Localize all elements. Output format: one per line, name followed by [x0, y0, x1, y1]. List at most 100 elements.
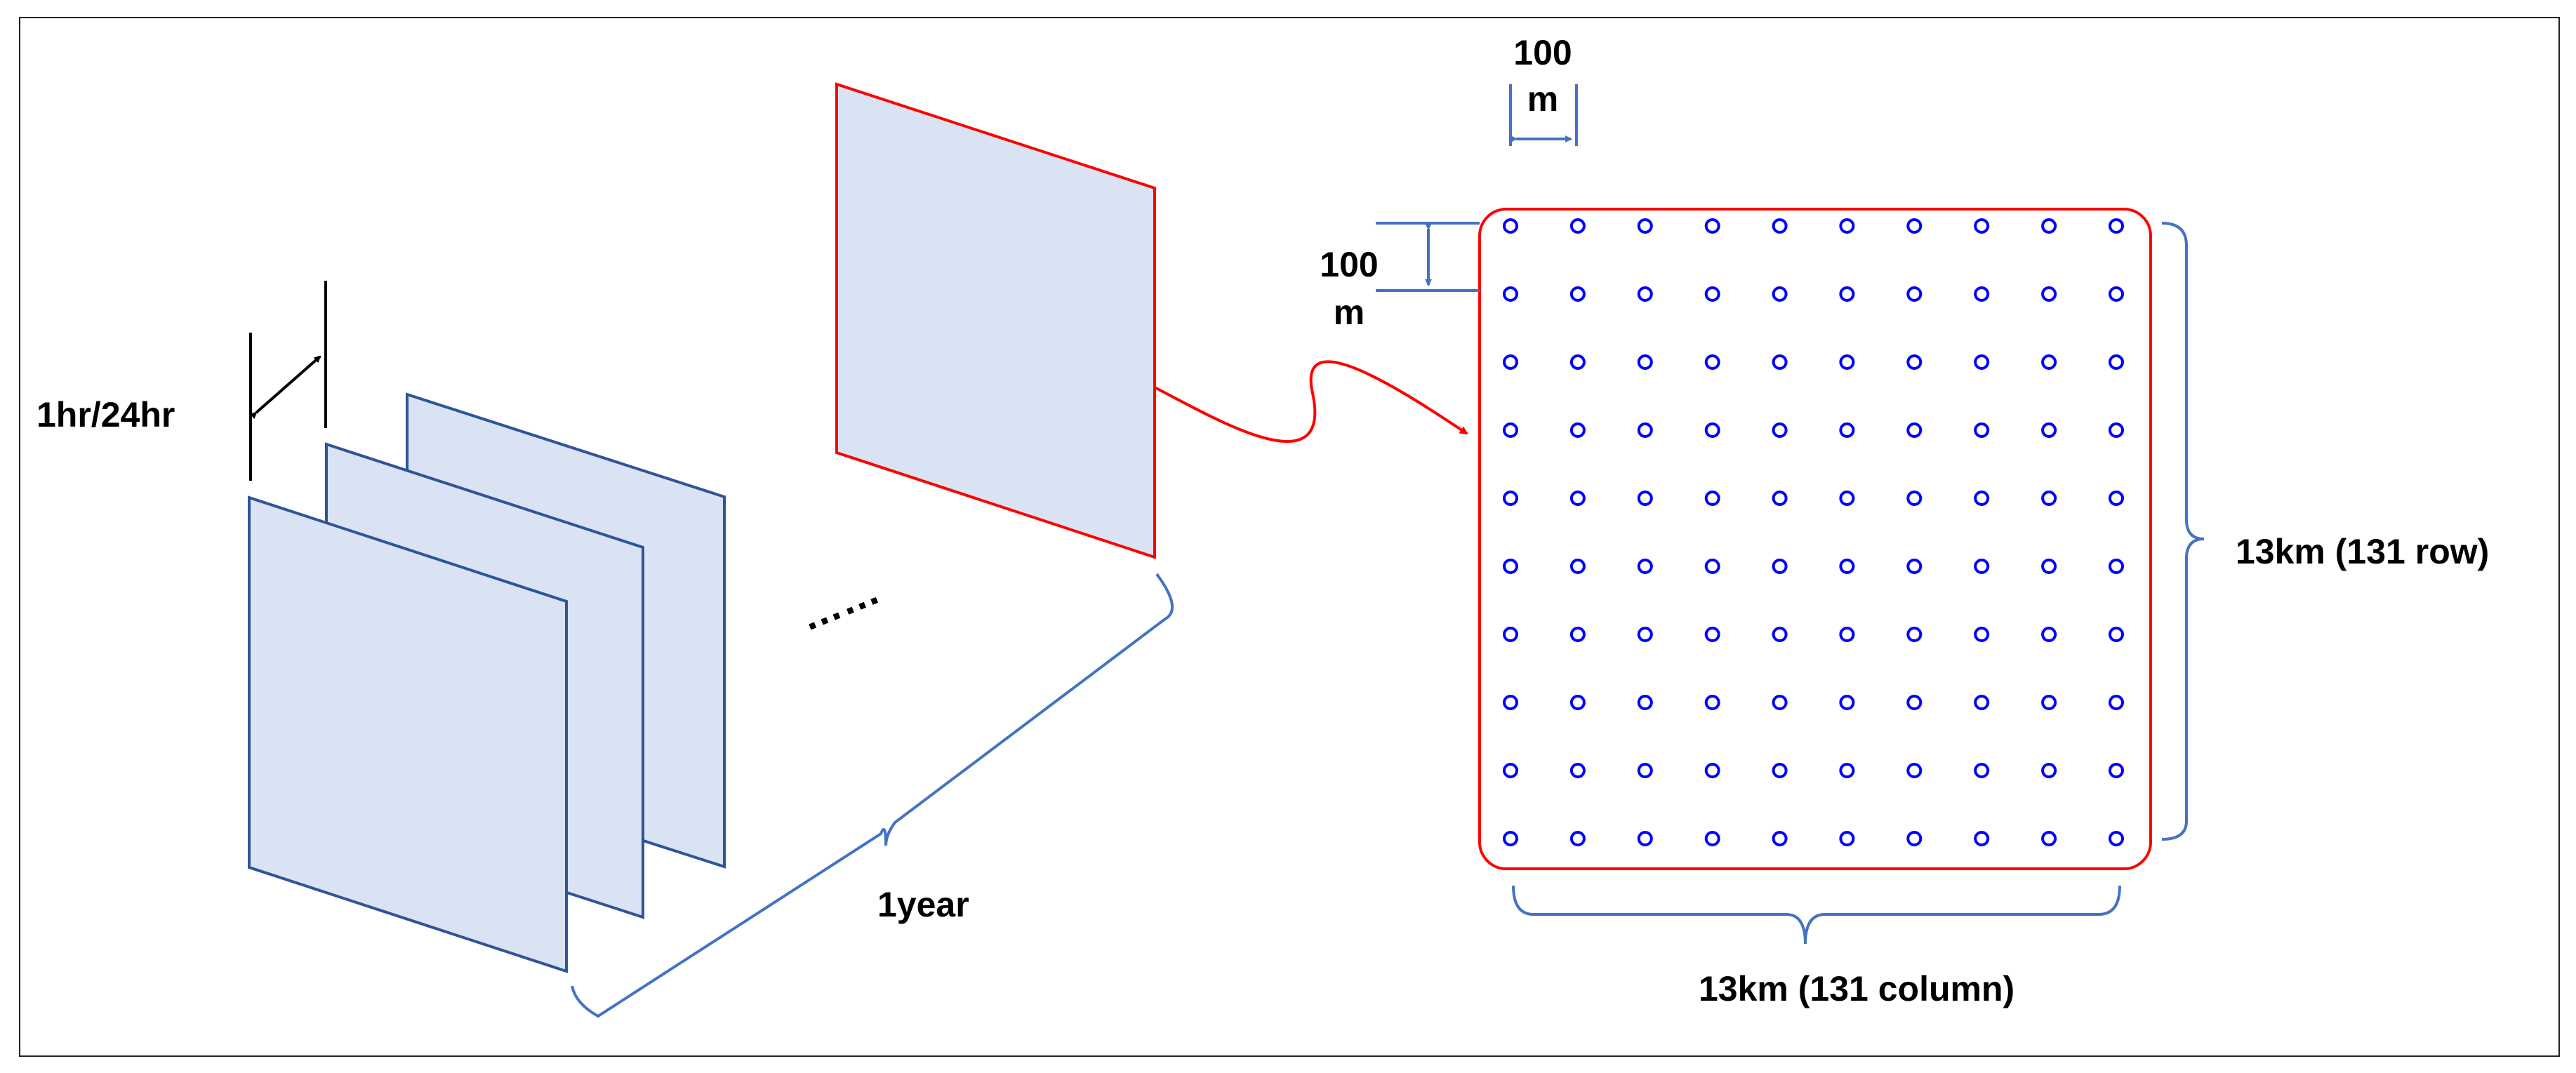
grid-point [1974, 491, 1990, 506]
grid-point [1503, 218, 1518, 234]
grid-point [1839, 559, 1855, 574]
grid-point [2041, 422, 2057, 438]
grid-point [2109, 763, 2124, 778]
grid-point [1637, 559, 1653, 574]
grid-point [1906, 491, 1923, 506]
grid-point [2109, 218, 2124, 234]
rows-brace [2161, 222, 2205, 841]
grid-point [1637, 354, 1653, 370]
grid-point [1704, 286, 1720, 302]
grid-point [1906, 763, 1923, 778]
grid-point [1704, 559, 1720, 574]
grid-point [1974, 763, 1990, 778]
col-spacing-value: 100 [1513, 33, 1572, 72]
grid-point [1772, 831, 1788, 846]
col-spacing-unit: m [1527, 79, 1558, 119]
grid-point [1569, 627, 1586, 642]
grid-point [2041, 286, 2057, 302]
grid-point [1704, 422, 1720, 438]
grid-point [1974, 354, 1990, 370]
grid-point [1974, 422, 1990, 438]
grid-point [1569, 286, 1586, 302]
grid-point [1772, 695, 1788, 710]
grid-point [1637, 763, 1653, 778]
grid-point [1974, 831, 1990, 846]
grid-point [1704, 218, 1720, 234]
zoom-arrow [1154, 360, 1468, 443]
grid-point [2041, 491, 2057, 506]
grid-point [1906, 559, 1923, 574]
grid-point [1772, 422, 1788, 438]
grid-point [2041, 354, 2057, 370]
columns-brace [1512, 885, 2121, 945]
grid-point [2109, 695, 2124, 710]
time-step-label: 1hr/24hr [36, 395, 175, 434]
grid-point [1503, 422, 1518, 438]
grid-point [1974, 627, 1990, 642]
grid-point [1974, 559, 1990, 574]
grid-point [1569, 831, 1586, 846]
grid-point [2041, 763, 2057, 778]
grid-point [1906, 831, 1923, 846]
grid-point [1839, 422, 1855, 438]
grid-point [1906, 354, 1923, 370]
grid-point [1839, 286, 1855, 302]
time-frame-1 [248, 495, 568, 973]
grid-point [1906, 695, 1923, 710]
grid-point [1772, 627, 1788, 642]
grid-point [1772, 218, 1788, 234]
year-bracket [571, 573, 1174, 1018]
grid-point [1569, 218, 1586, 234]
grid-point [1637, 422, 1653, 438]
grid-point [1503, 491, 1518, 506]
year-label: 1year [877, 885, 969, 924]
grid-points [1503, 218, 2124, 846]
grid-point [1637, 627, 1653, 642]
grid-point [1704, 354, 1720, 370]
grid-point [1974, 218, 1990, 234]
grid-point [1906, 422, 1923, 438]
time-step-arrow [249, 355, 321, 420]
grid-point [1503, 763, 1518, 778]
row-spacing-value: 100 [1320, 245, 1378, 284]
grid-point [2041, 559, 2057, 574]
grid-point [1772, 491, 1788, 506]
grid-point [1839, 763, 1855, 778]
grid-point [1503, 831, 1518, 846]
grid-point [1839, 354, 1855, 370]
grid-point [1569, 491, 1586, 506]
ellipsis: …… [793, 567, 886, 640]
grid-point [1637, 218, 1653, 234]
grid-point [2041, 627, 2057, 642]
grid-point [1637, 286, 1653, 302]
grid-point [1569, 763, 1586, 778]
grid-point [1503, 627, 1518, 642]
grid-point [1704, 695, 1720, 710]
grid-point [1906, 218, 1923, 234]
grid-point [1839, 491, 1855, 506]
grid-point [1503, 286, 1518, 302]
grid-point [1839, 831, 1855, 846]
grid-point [1839, 695, 1855, 710]
grid-point [1569, 559, 1586, 574]
grid-point [1906, 627, 1923, 642]
grid-point [1974, 286, 1990, 302]
grid-point [1772, 354, 1788, 370]
grid-point [1503, 354, 1518, 370]
highlighted-frame [835, 82, 1156, 559]
grid-point [1839, 627, 1855, 642]
grid-point [1839, 218, 1855, 234]
grid-point [2109, 831, 2124, 846]
grid-point [2041, 831, 2057, 846]
row-spacing-unit: m [1334, 293, 1365, 332]
grid-point [2109, 559, 2124, 574]
grid-point [1974, 695, 1990, 710]
grid-point [1503, 559, 1518, 574]
rows-label: 13km (131 row) [2236, 532, 2489, 571]
grid-point [2109, 422, 2124, 438]
grid-point [1704, 763, 1720, 778]
grid-point [1772, 559, 1788, 574]
grid-point [2109, 491, 2124, 506]
outer-border [19, 17, 2560, 1057]
grid-point [1704, 491, 1720, 506]
